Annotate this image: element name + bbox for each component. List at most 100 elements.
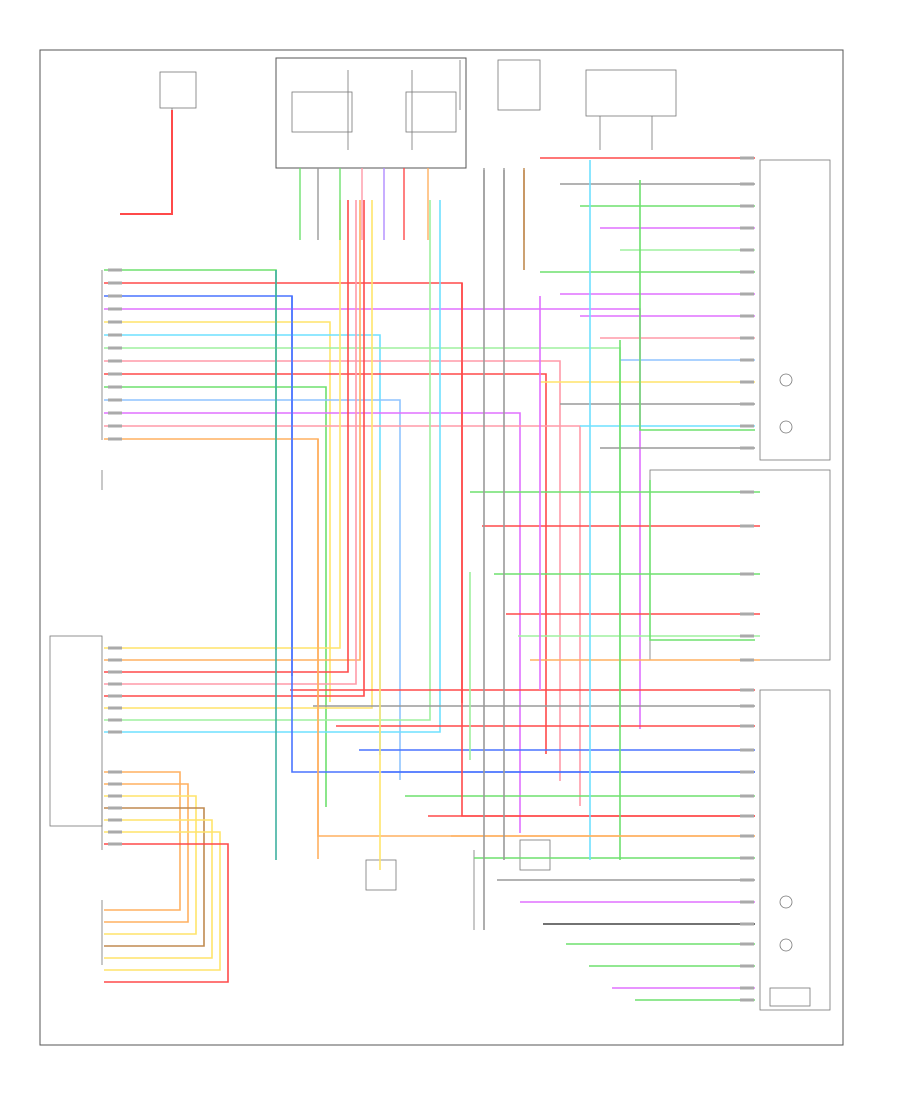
left-harness-wire-5 [104, 334, 381, 755]
vertical-red-1 [461, 283, 755, 817]
left-harness-pin-3 [108, 307, 122, 311]
right-harness-pin-4 [740, 248, 754, 252]
mid-harness-pin-6 [108, 718, 122, 722]
low-harness-wire-6 [104, 843, 229, 983]
left-harness-wire-6 [104, 347, 621, 728]
right-low-pin-12 [740, 942, 754, 946]
left-harness-pin-12 [108, 424, 122, 428]
right-harness-pin-12 [740, 424, 754, 428]
right-low-pin-10 [740, 900, 754, 904]
right-mid-pin-0 [740, 490, 754, 494]
vertical-blue-1 [291, 296, 755, 773]
right-low-pin-7 [740, 834, 754, 838]
diagram-frame [39, 49, 844, 1046]
right-harness-pin-1 [740, 182, 754, 186]
right-device-blocks [649, 159, 831, 1011]
bottom-components [365, 839, 551, 930]
right-low-pin-14 [740, 986, 754, 990]
pin-labels-layer [108, 156, 754, 1002]
low-harness-pin-6 [108, 842, 122, 846]
low-harness-wire-2 [104, 795, 197, 935]
mid-harness-wire-5 [104, 200, 373, 709]
mid-harness-pin-7 [108, 730, 122, 734]
low-harness-pin-4 [108, 818, 122, 822]
low-harness-pin-2 [108, 794, 122, 798]
mid-harness-wire-7 [104, 200, 441, 733]
central-module [275, 57, 467, 169]
right-mid-pin-3 [740, 612, 754, 616]
left-harness-wire-2 [104, 295, 293, 676]
low-harness-pin-3 [108, 806, 122, 810]
vertical-green-3 [649, 480, 755, 641]
right-low-pin-2 [740, 724, 754, 728]
low-harness-wire-1 [104, 783, 189, 923]
left-harness-wire-1 [104, 282, 463, 703]
left-harness-pin-10 [108, 398, 122, 402]
mid-harness-wire-3 [104, 200, 357, 685]
right-harness-pin-7 [740, 314, 754, 318]
top-right-panels [497, 59, 677, 150]
left-harness-pin-2 [108, 294, 122, 298]
right-harness-pin-13 [740, 446, 754, 450]
left-harness-pin-11 [108, 411, 122, 415]
right-harness-pin-11 [740, 402, 754, 406]
low-harness-wire-5 [104, 831, 221, 971]
left-connector-blocks [49, 270, 103, 965]
right-harness-pin-2 [740, 204, 754, 208]
right-harness-pin-5 [740, 270, 754, 274]
right-harness-pin-0 [740, 156, 754, 160]
left-harness-pin-8 [108, 372, 122, 376]
mid-harness-wire-0 [104, 200, 341, 649]
right-low-pin-4 [740, 770, 754, 774]
right-low-pin-1 [740, 704, 754, 708]
right-mid-pin-2 [740, 572, 754, 576]
low-harness-pin-1 [108, 782, 122, 786]
mid-harness-pin-1 [108, 658, 122, 662]
right-low-pin-0 [740, 688, 754, 692]
mid-harness-pin-3 [108, 682, 122, 686]
low-harness-wire-4 [104, 819, 213, 959]
vertical-green-1 [639, 180, 755, 431]
mid-harness-pin-5 [108, 706, 122, 710]
left-harness-wire-4 [104, 321, 331, 702]
right-harness-pin-6 [740, 292, 754, 296]
right-low-pin-5 [740, 794, 754, 798]
low-harness-pin-5 [108, 830, 122, 834]
mid-harness-wire-6 [104, 200, 431, 721]
low-harness-wire-3 [104, 807, 205, 947]
left-harness-pin-1 [108, 281, 122, 285]
right-harness-pin-3 [740, 226, 754, 230]
right-mid-pin-1 [740, 524, 754, 528]
right-low-pin-13 [740, 964, 754, 968]
left-harness-pin-9 [108, 385, 122, 389]
vertical-orange-1 [317, 439, 755, 837]
right-low-pin-11 [740, 922, 754, 926]
right-low-pin-9 [740, 878, 754, 882]
left-harness-wire-9 [104, 386, 327, 807]
right-mid-pin-5 [740, 658, 754, 662]
left-harness-wire-10 [104, 399, 401, 780]
left-harness-pin-6 [108, 346, 122, 350]
left-harness-wire-11 [104, 412, 521, 833]
mid-harness-pin-0 [108, 646, 122, 650]
mid-harness-wire-4 [104, 200, 365, 697]
right-low-pin-6 [740, 814, 754, 818]
wires-layer [104, 110, 760, 1001]
left-harness-pin-4 [108, 320, 122, 324]
mid-harness-pin-4 [108, 694, 122, 698]
right-mid-pin-4 [740, 634, 754, 638]
top-left-fuse-panel [159, 71, 197, 200]
mid-harness-pin-2 [108, 670, 122, 674]
low-harness-pin-0 [108, 770, 122, 774]
right-low-pin-15 [740, 998, 754, 1002]
right-harness-pin-8 [740, 336, 754, 340]
mid-harness-wire-2 [104, 200, 349, 673]
top-left-red-feed [120, 110, 173, 215]
right-harness-pin-10 [740, 380, 754, 384]
left-harness-wire-0 [104, 269, 277, 650]
left-harness-wire-7 [104, 360, 561, 781]
left-harness-pin-13 [108, 437, 122, 441]
left-harness-pin-5 [108, 333, 122, 337]
right-low-pin-8 [740, 856, 754, 860]
